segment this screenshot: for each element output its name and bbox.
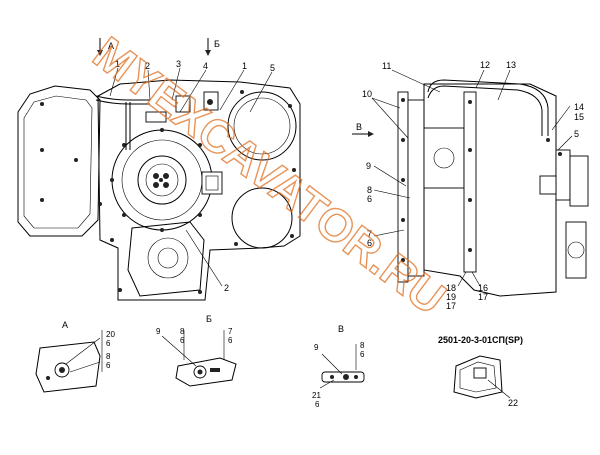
side-view-housing: В <box>352 79 589 297</box>
detail-a: A 20 6 8 6 <box>35 320 115 393</box>
callout: 10 <box>362 89 372 99</box>
callout: 1 <box>115 59 120 69</box>
callout: 11 <box>382 61 391 71</box>
callout: 15 <box>574 112 584 122</box>
callout: 6 <box>180 336 185 345</box>
section-a-label: A <box>108 41 114 51</box>
callout: 14 <box>574 102 584 112</box>
callout: 17 <box>478 292 488 302</box>
callout: 2 <box>145 61 150 71</box>
callout: 6 <box>367 238 372 248</box>
callout: 8 <box>367 185 372 195</box>
detail-2501: 2501-20-3-01СП(SP) 22 <box>438 335 523 408</box>
callout: 22 <box>508 398 518 408</box>
callout: 8 <box>180 327 185 336</box>
callout: 6 <box>360 350 365 359</box>
front-view-housing <box>17 79 301 301</box>
callout: 1 <box>242 61 247 71</box>
detail-v-title: В <box>338 324 344 334</box>
detail-b-title: Б <box>206 314 212 324</box>
callout: 5 <box>270 63 275 73</box>
callout: 7 <box>367 229 372 239</box>
callout: 9 <box>156 327 161 336</box>
detail-v: В 9 8 6 21 6 <box>312 324 365 409</box>
callout: 9 <box>366 161 371 171</box>
section-marker-a: A <box>97 38 114 56</box>
callout: 8 <box>106 352 111 361</box>
callout: 2 <box>224 283 229 293</box>
callout: 5 <box>574 129 579 139</box>
callout: 6 <box>228 336 233 345</box>
detail-b: Б 9 8 6 7 6 <box>156 314 237 387</box>
callout: 17 <box>446 301 456 311</box>
callout: 6 <box>106 361 111 370</box>
callout: 13 <box>506 60 516 70</box>
callout: 6 <box>315 400 320 409</box>
callout: 8 <box>360 341 365 350</box>
callout: 19 <box>446 292 456 302</box>
side-callouts: 11 12 13 10 9 8 6 7 6 18 19 17 16 17 14 … <box>362 60 584 311</box>
section-b-label: Б <box>214 39 220 49</box>
callout: 18 <box>446 283 456 293</box>
callout: 6 <box>106 339 111 348</box>
callout: 20 <box>106 330 115 339</box>
callout: 6 <box>367 194 372 204</box>
detail-code-label: 2501-20-3-01СП(SP) <box>438 335 523 345</box>
side-view-label: В <box>356 122 362 132</box>
callout: 16 <box>478 283 488 293</box>
callout: 4 <box>203 61 208 71</box>
detail-a-title: A <box>62 320 68 330</box>
callout: 21 <box>312 391 321 400</box>
callout: 7 <box>228 327 233 336</box>
callout: 9 <box>314 343 319 352</box>
callout: 12 <box>480 60 490 70</box>
callout: 3 <box>176 59 181 69</box>
front-callouts: 1 2 3 4 1 5 2 <box>109 59 275 293</box>
section-marker-b: Б <box>205 38 220 56</box>
